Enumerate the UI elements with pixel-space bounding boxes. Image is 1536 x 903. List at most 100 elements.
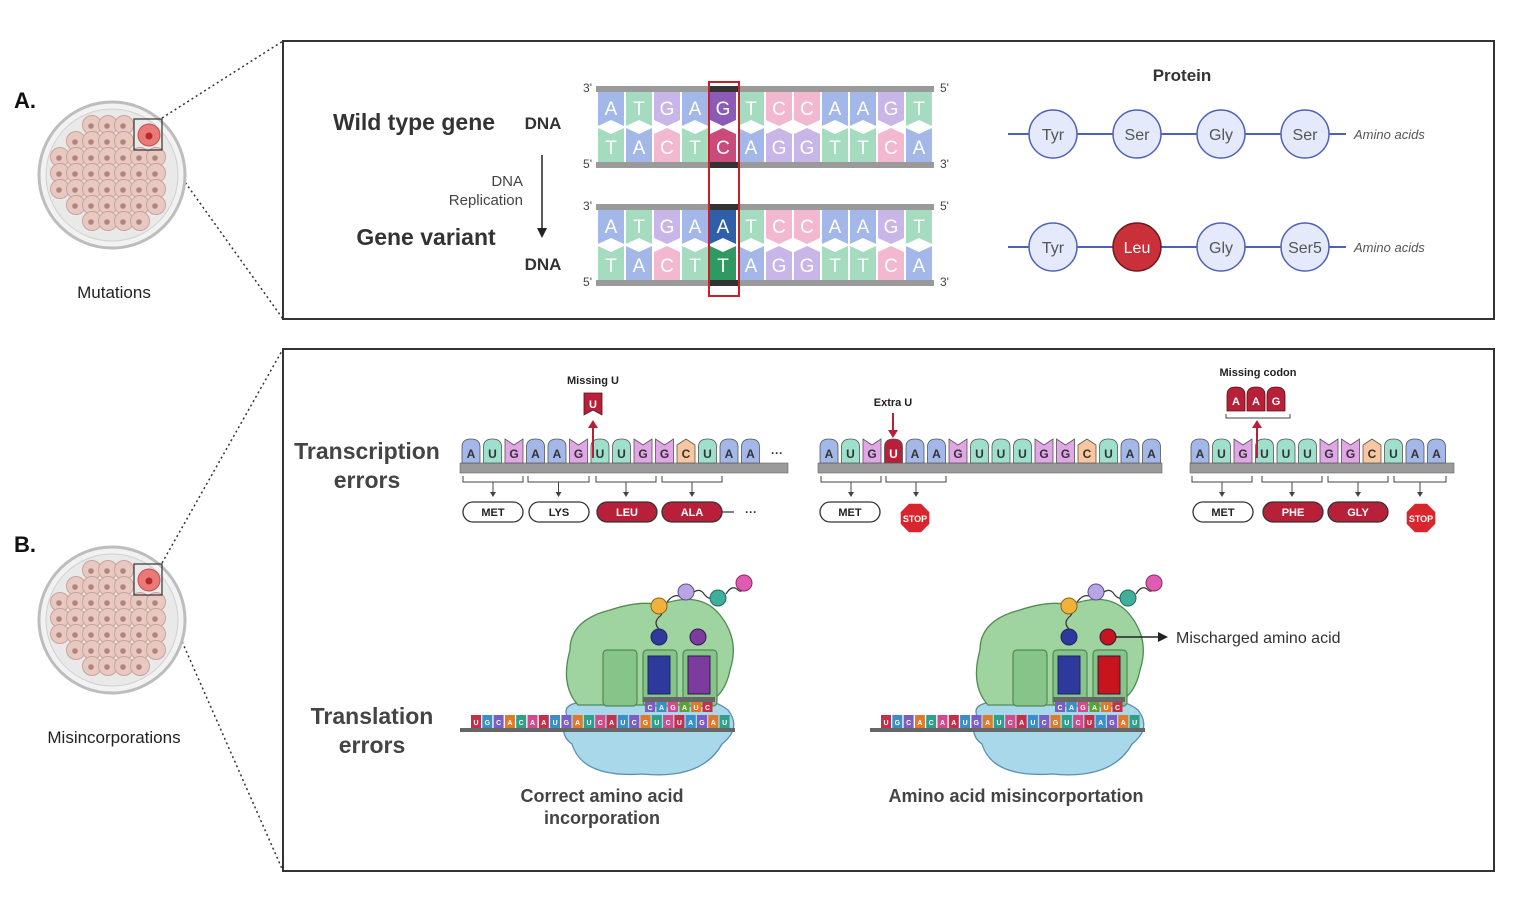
rna-base xyxy=(526,438,545,464)
dna-backbone-top xyxy=(596,204,934,210)
cell-nucleus xyxy=(72,203,78,209)
rna-base xyxy=(1142,438,1161,464)
dna-base-top-letter: T xyxy=(745,99,757,120)
rna-base xyxy=(1341,438,1360,464)
dna-base-bottom-letter: A xyxy=(745,256,758,277)
rna-base xyxy=(991,438,1011,464)
amino-acids-label: Amino acids xyxy=(1353,127,1425,142)
anticodon-base xyxy=(1055,702,1065,712)
dna-base-bottom xyxy=(822,128,848,162)
codon-bracket xyxy=(1327,476,1389,483)
cell-nucleus xyxy=(152,600,158,606)
mrna-base-letter: C xyxy=(632,720,637,727)
amino-acid-pill xyxy=(819,501,881,523)
mrna-base-letter: U xyxy=(883,720,888,727)
dna-base-top xyxy=(878,92,904,126)
rna-base-letter: U xyxy=(1389,447,1398,461)
dna-base-top xyxy=(738,92,764,126)
rna-base xyxy=(1056,438,1075,464)
mrna-base-letter: U xyxy=(963,720,968,727)
rna-base xyxy=(1362,438,1382,464)
amino-acid-pill xyxy=(528,501,590,523)
trna-a-site xyxy=(1097,655,1121,695)
rna-base xyxy=(819,438,839,464)
mrna-base xyxy=(892,715,903,728)
amino-acid-label: Ser xyxy=(1125,127,1151,144)
cell-nucleus xyxy=(104,187,110,193)
rna-base-letter: U xyxy=(703,447,712,461)
dna-base-bottom-letter: C xyxy=(660,256,674,277)
rna-base xyxy=(1212,438,1231,464)
mrna-base xyxy=(561,715,572,728)
rna-base xyxy=(841,438,860,464)
cell-nucleus xyxy=(152,648,158,654)
dna-base-top-letter: C xyxy=(800,217,814,238)
codon-bracket xyxy=(462,476,524,483)
rna-base-letter: G xyxy=(1346,447,1355,461)
mrna-base-letter: U xyxy=(1064,720,1069,727)
dna-base-top-letter: A xyxy=(605,99,618,120)
rna-base xyxy=(1233,438,1253,464)
mrna-base xyxy=(685,715,696,728)
cell-nucleus xyxy=(136,648,142,654)
cell-nucleus xyxy=(88,123,94,129)
mrna-base xyxy=(914,715,925,728)
anticodon-letter: G xyxy=(670,705,676,712)
codon-arrowhead xyxy=(555,492,562,497)
dna-base-bottom-letter: T xyxy=(605,138,617,159)
mrna-base-letter: C xyxy=(906,720,911,727)
amino-acid-label: Tyr xyxy=(1042,240,1065,257)
dna-base-bottom xyxy=(878,128,904,162)
anticodon-base xyxy=(645,702,655,712)
dna-base-top-letter: T xyxy=(633,217,645,238)
translation-title-1: Translation xyxy=(311,703,434,729)
prime-top-left: 3' xyxy=(583,199,592,213)
anticodon-letter: C xyxy=(647,705,652,712)
dna-base-bottom xyxy=(626,128,652,162)
cell-nucleus xyxy=(104,171,110,177)
mrna-base xyxy=(937,715,948,728)
dna-base-bottom-letter: C xyxy=(660,138,674,159)
dna-base-top xyxy=(682,92,708,126)
mrna-base-letter: G xyxy=(643,720,649,727)
stop-sign-label: STOP xyxy=(1409,514,1433,524)
cell-nucleus xyxy=(152,203,158,209)
dna-base-bottom xyxy=(906,246,932,280)
codon-bracket xyxy=(527,476,590,483)
dna-base-top xyxy=(626,210,652,244)
codon-arrowhead xyxy=(1417,492,1423,497)
anticodon-base xyxy=(1101,702,1111,712)
rna-base xyxy=(1276,438,1296,464)
mrna-base-letter: A xyxy=(575,720,580,727)
dna-backbone-bottom xyxy=(596,280,934,286)
rna-base xyxy=(1077,438,1097,464)
dna-base-bottom-letter: C xyxy=(884,256,898,277)
dish-a-label: Mutations xyxy=(77,283,151,302)
prime-bottom-left: 5' xyxy=(583,157,592,171)
rna-base xyxy=(884,438,903,464)
anticodon-base xyxy=(656,702,667,712)
zoom-line-a-top xyxy=(161,40,284,119)
rna-base-letter: A xyxy=(1126,447,1135,461)
dna-base-top-letter: G xyxy=(660,99,675,120)
cell-nucleus xyxy=(120,664,126,670)
anticodon-base xyxy=(1066,702,1077,712)
chain-residue xyxy=(1119,589,1137,607)
mrna-base-letter: A xyxy=(1121,720,1126,727)
dna-base-top-letter: A xyxy=(829,217,842,238)
mrna-base xyxy=(960,715,971,728)
rna-base-letter: U xyxy=(846,447,855,461)
ribosome-e-site xyxy=(602,649,638,707)
amino-acid-pill-label: ALA xyxy=(681,507,704,519)
dna-base-top xyxy=(710,92,736,126)
amino-acid-pill-label: LEU xyxy=(616,507,638,519)
mrna-base xyxy=(697,715,707,728)
cell-nucleus xyxy=(104,584,110,590)
dna-base-top-letter: A xyxy=(605,217,618,238)
rna-base-letter: U xyxy=(975,447,984,461)
dna-base-bottom-letter: T xyxy=(857,138,869,159)
cell-nucleus xyxy=(72,632,78,638)
mischarged-label: Mischarged amino acid xyxy=(1176,630,1341,647)
mrna-base xyxy=(926,715,937,728)
